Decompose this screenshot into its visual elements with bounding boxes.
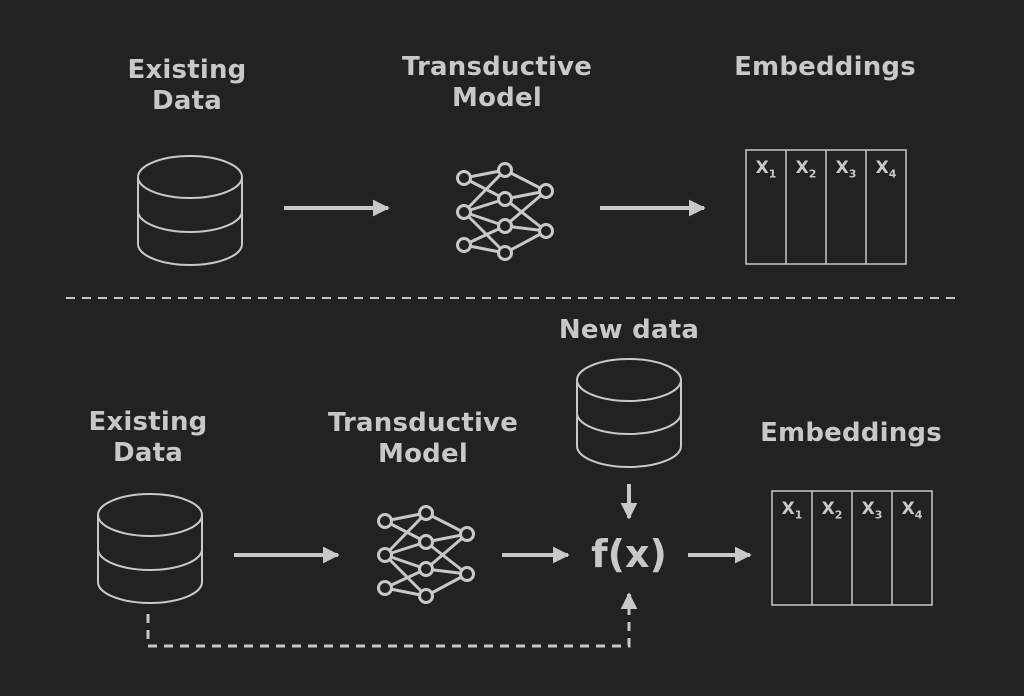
embeddings-label: Embeddings bbox=[760, 418, 942, 448]
embedding-cell-label: X2 bbox=[795, 158, 817, 181]
embeddings-table bbox=[745, 149, 907, 265]
neural-network-icon bbox=[377, 505, 475, 604]
embedding-cell-label: X3 bbox=[835, 158, 857, 181]
dashed-feedback-path bbox=[146, 608, 631, 648]
existing-data-label: Existing Data bbox=[88, 407, 208, 468]
embedding-cell-label: X1 bbox=[781, 499, 803, 522]
embedding-cell-label: X1 bbox=[755, 158, 777, 181]
database-icon bbox=[97, 493, 203, 604]
new-data-database-icon bbox=[576, 358, 682, 468]
nn-edges bbox=[462, 168, 547, 255]
existing-data-label: Existing Data bbox=[127, 55, 247, 116]
embedding-cell-label: X4 bbox=[901, 499, 923, 522]
nn-edges bbox=[383, 511, 468, 598]
embeddings-table bbox=[771, 490, 933, 606]
embedding-cell-label: X2 bbox=[821, 499, 843, 522]
embeddings-label: Embeddings bbox=[734, 52, 916, 82]
embedding-cell-label: X3 bbox=[861, 499, 883, 522]
transductive-model-label: Transductive Model bbox=[401, 52, 593, 113]
embedding-cell-label: X4 bbox=[875, 158, 897, 181]
function-label: f(x) bbox=[591, 532, 667, 576]
nn-nodes bbox=[377, 505, 475, 604]
database-icon bbox=[137, 155, 243, 266]
transductive-model-label: Transductive Model bbox=[327, 408, 519, 469]
new-data-label: New data bbox=[558, 315, 700, 345]
neural-network-icon bbox=[456, 162, 554, 261]
nn-nodes bbox=[456, 162, 554, 261]
